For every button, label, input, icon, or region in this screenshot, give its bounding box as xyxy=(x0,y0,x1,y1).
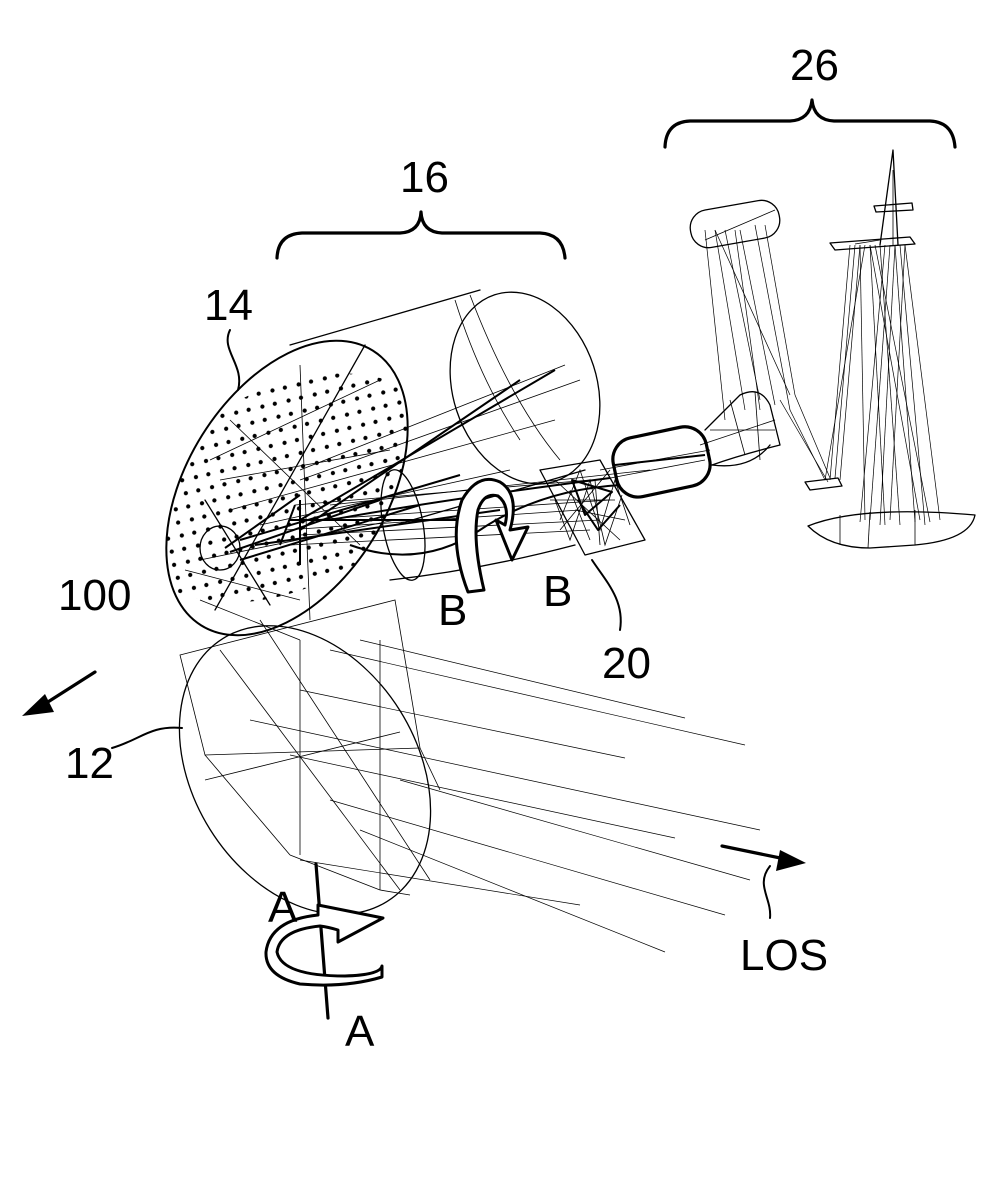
bracket-26 xyxy=(663,98,957,149)
arrow-100 xyxy=(22,670,97,716)
scan-mirror-12 xyxy=(178,599,441,915)
label-axis-a-bottom: A xyxy=(345,1007,375,1056)
label-axis-b-right: B xyxy=(543,567,572,616)
bracket-16 xyxy=(275,210,567,260)
label-telescope-16: 16 xyxy=(400,153,449,202)
label-los: LOS xyxy=(740,931,828,980)
fold-elements xyxy=(599,391,781,499)
label-scan-mirror-12: 12 xyxy=(65,739,114,788)
label-axis-b-left: B xyxy=(438,586,467,635)
rotation-arrow-b xyxy=(454,477,530,594)
label-relay-20: 20 xyxy=(602,639,651,688)
spectrometer-26 xyxy=(689,149,976,549)
leader-12 xyxy=(111,726,183,749)
primary-mirror-14 xyxy=(165,339,556,641)
leader-los xyxy=(762,865,772,919)
label-axis-a-top: A xyxy=(268,883,298,932)
label-primary-mirror-14: 14 xyxy=(204,281,253,330)
rotation-arrow-a xyxy=(264,862,385,1020)
label-spectrometer-26: 26 xyxy=(790,41,839,90)
leader-14 xyxy=(226,329,241,391)
label-system-100: 100 xyxy=(58,571,131,620)
los-rays xyxy=(249,639,761,953)
los-arrow xyxy=(720,844,806,871)
leader-20 xyxy=(591,559,622,631)
